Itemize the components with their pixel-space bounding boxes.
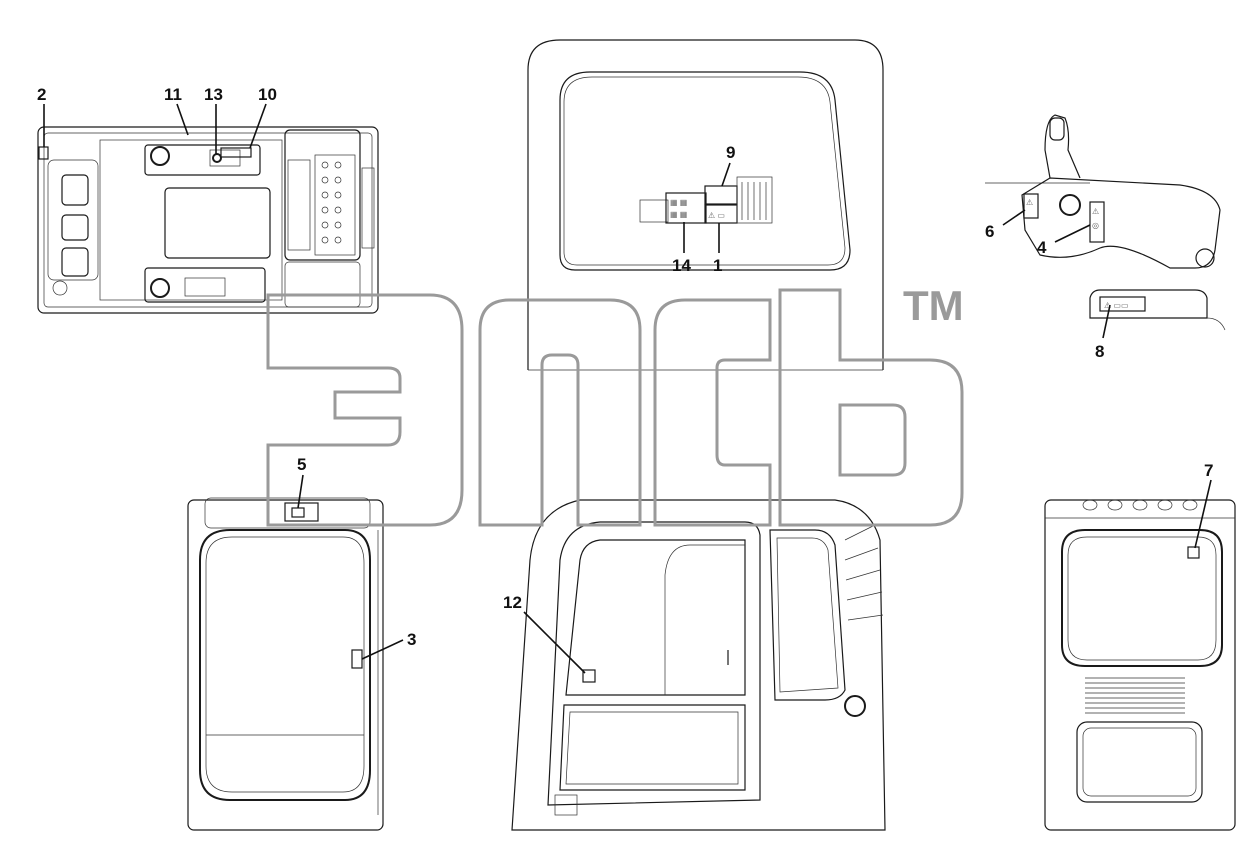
svg-text:⚠: ⚠ (1092, 207, 1099, 216)
cab-rear-view (1044, 499, 1236, 831)
svg-text:⚠ ▭: ⚠ ▭ (708, 211, 725, 220)
watermark-logo: TM (266, 282, 964, 527)
callout-5: 5 (297, 455, 306, 474)
door-view (187, 497, 384, 831)
cab-floor-plan-view (37, 126, 379, 314)
callout-1: 1 (713, 256, 722, 275)
svg-text:▦ ▦: ▦ ▦ (670, 198, 687, 207)
callout-3: 3 (407, 630, 416, 649)
callout-12: 12 (503, 593, 522, 612)
callout-11: 11 (164, 85, 182, 104)
callout-14: 14 (672, 256, 691, 275)
callout-7: 7 (1204, 461, 1213, 480)
callout-labels: 2 11 13 10 9 14 1 6 4 8 5 3 12 7 (37, 85, 1213, 649)
svg-text:⚠ ▭▭: ⚠ ▭▭ (1104, 301, 1129, 310)
svg-text:▦ ▦: ▦ ▦ (670, 210, 687, 219)
callout-4: 4 (1037, 238, 1047, 257)
callout-6: 6 (985, 222, 994, 241)
cab-side-view (511, 499, 886, 831)
watermark-trademark: TM (903, 282, 964, 329)
callout-10: 10 (258, 85, 277, 104)
right-console-view: ⚠ ⚠ ◎ ⚠ ▭▭ (985, 114, 1226, 331)
svg-text:⚠: ⚠ (1026, 198, 1033, 207)
svg-text:◎: ◎ (1092, 221, 1099, 230)
callout-2: 2 (37, 85, 46, 104)
callout-8: 8 (1095, 342, 1104, 361)
callout-9: 9 (726, 143, 735, 162)
front-window-view: ▦ ▦ ▦ ▦ ⚠ ▭ (527, 39, 884, 371)
callout-13: 13 (204, 85, 223, 104)
leader-lines (43, 103, 1212, 674)
